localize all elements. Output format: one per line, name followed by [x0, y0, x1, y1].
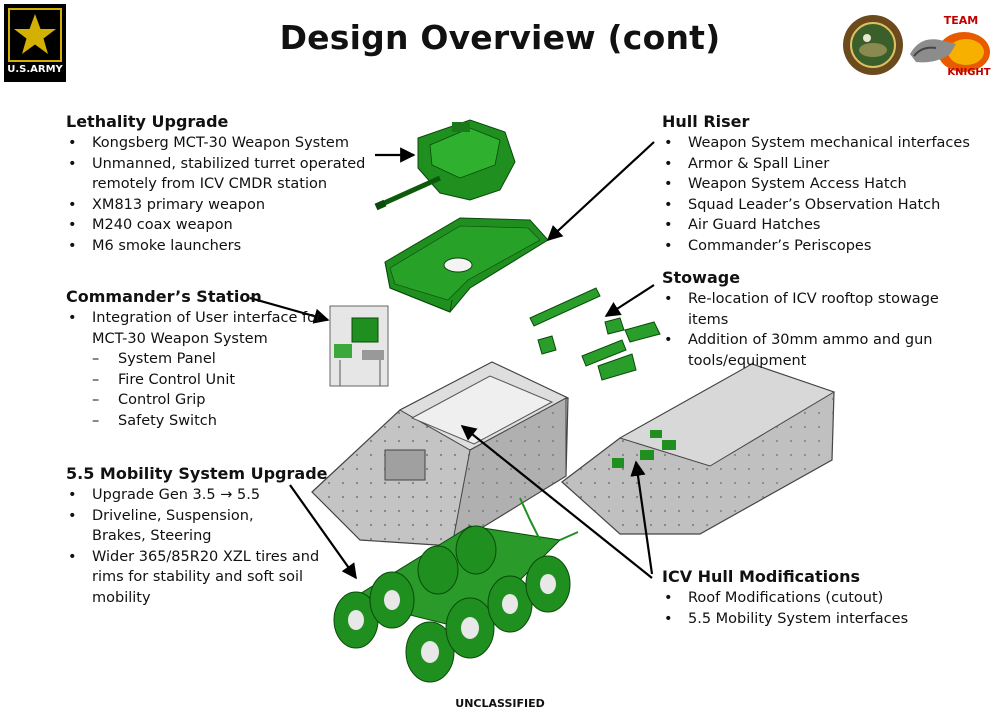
page-title: Design Overview (cont)	[279, 18, 721, 57]
sub-list-item: Control Grip	[92, 390, 326, 411]
stowage-drawing	[529, 287, 661, 381]
icv-hull-heading: ICV Hull Modifications	[662, 567, 860, 586]
list-item: Roof Modifications (cutout)	[662, 588, 982, 609]
list-item: M240 coax weapon	[66, 215, 366, 236]
classification-label: UNCLASSIFIED	[455, 697, 545, 710]
mobility-section: 5.5 Mobility System Upgrade Upgrade Gen …	[66, 464, 328, 608]
list-item: Unmanned, stabilized turret operated rem…	[66, 154, 366, 195]
commander-section: Commander’s Station Integration of User …	[66, 287, 326, 431]
list-item: Kongsberg MCT-30 Weapon System	[66, 133, 366, 154]
commander-station-drawing	[329, 305, 389, 387]
team-logo-line1: TEAM	[943, 14, 979, 27]
arrow-icv-hull-left	[460, 425, 653, 579]
team-knight-logo: TEAM KNIGHT	[906, 14, 996, 80]
arrow-hull-riser	[546, 141, 655, 242]
army-logo-text: U.S.ARMY	[7, 64, 63, 75]
mobility-heading: 5.5 Mobility System Upgrade	[66, 464, 328, 483]
list-item: Wider 365/85R20 XZL tires and rims for s…	[66, 547, 328, 609]
list-item: Upgrade Gen 3.5 → 5.5	[66, 485, 328, 506]
army-star-icon	[8, 8, 62, 62]
stowage-heading: Stowage	[662, 268, 741, 287]
list-item: Squad Leader’s Observation Hatch	[662, 195, 982, 216]
lethality-section: Lethality Upgrade Kongsberg MCT-30 Weapo…	[66, 112, 366, 256]
hull-riser-drawing	[384, 217, 549, 313]
program-seal-icon	[842, 14, 904, 76]
list-item: Re-location of ICV rooftop stowage items	[662, 289, 982, 330]
list-item: Weapon System mechanical interfaces	[662, 133, 982, 154]
arrow-stowage	[604, 284, 655, 317]
arrow-icv-hull-right	[630, 460, 654, 575]
sub-list-item: Safety Switch	[92, 411, 326, 432]
turret-drawing	[374, 119, 516, 211]
sub-list-item: Fire Control Unit	[92, 370, 326, 391]
icv-hull-drawing	[311, 361, 570, 548]
stowage-section: Stowage Re-location of ICV rooftop stowa…	[662, 268, 982, 371]
commander-heading: Commander’s Station	[66, 287, 262, 306]
sub-list-item: System Panel	[92, 349, 326, 370]
list-item: Addition of 30mm ammo and gun tools/equi…	[662, 330, 958, 371]
hull-riser-heading: Hull Riser	[662, 112, 750, 131]
list-item: Commander’s Periscopes	[662, 236, 982, 257]
list-item: Driveline, Suspension, Brakes, Steering	[66, 506, 262, 547]
hull-riser-section: Hull Riser Weapon System mechanical inte…	[662, 112, 982, 256]
list-item: Armor & Spall Liner	[662, 154, 982, 175]
mobility-chassis-drawing	[333, 497, 579, 683]
list-item: M6 smoke launchers	[66, 236, 366, 257]
icv-hull-section: ICV Hull Modifications Roof Modification…	[662, 567, 982, 629]
list-item: XM813 primary weapon	[66, 195, 366, 216]
team-logo-line2: KNIGHT	[947, 67, 991, 78]
icv-hull-right-drawing	[561, 363, 836, 535]
list-item: Air Guard Hatches	[662, 215, 982, 236]
list-item: Integration of User interface for MCT-30…	[66, 308, 326, 349]
us-army-logo: U.S.ARMY	[4, 4, 66, 82]
list-item: 5.5 Mobility System interfaces	[662, 609, 982, 630]
list-item: Weapon System Access Hatch	[662, 174, 982, 195]
lethality-heading: Lethality Upgrade	[66, 112, 229, 131]
